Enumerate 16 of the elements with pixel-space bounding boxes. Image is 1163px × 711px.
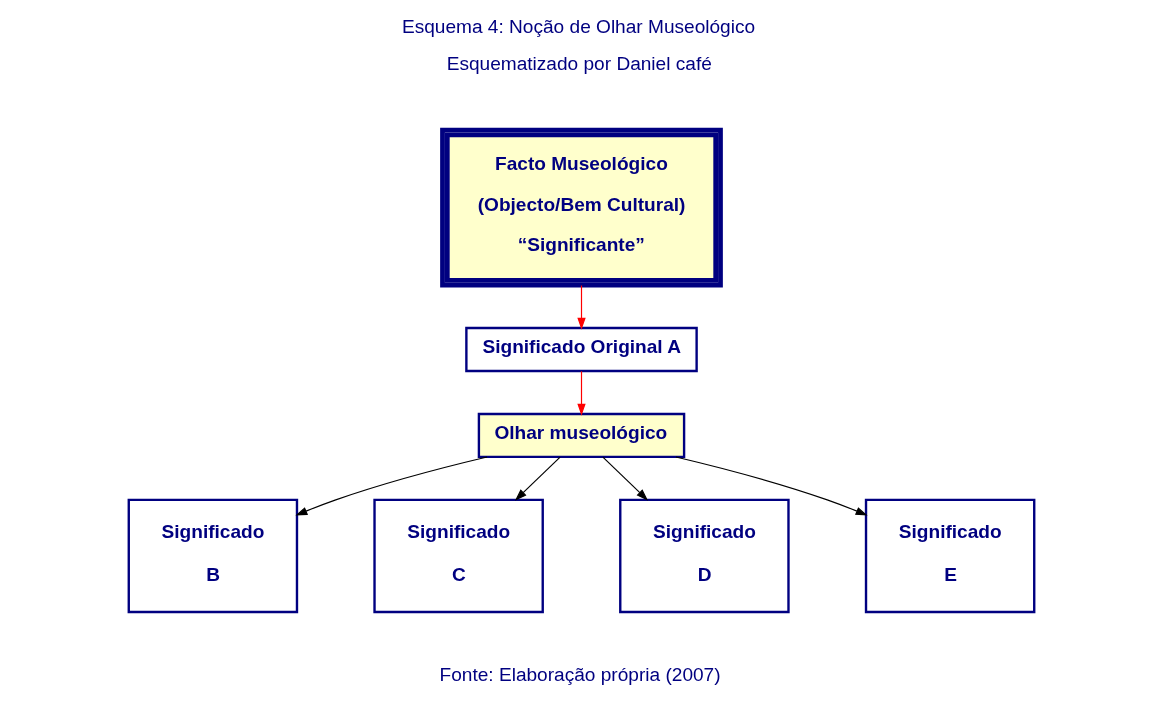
arrow <box>602 456 649 501</box>
arrow <box>295 456 488 516</box>
arrow <box>514 456 561 501</box>
arrow <box>675 456 868 516</box>
label: Esquematizado por Daniel café <box>446 53 712 75</box>
arrow <box>577 284 586 330</box>
caption: Fonte: Elaboração própria (2007) <box>439 663 721 685</box>
node-box: Significado D <box>619 498 790 614</box>
node-box: Significado B <box>127 498 299 614</box>
node-box: Facto Museológico (Objecto/Bem Cultural) “Significante” <box>440 127 723 288</box>
diagram-title: Esquema 4: Noção de Olhar Museológico <box>401 16 756 38</box>
arrow <box>577 370 586 416</box>
node-box: Olhar museológico <box>477 412 686 459</box>
node-box: Significado C <box>373 498 544 614</box>
node-box: Significado Original A <box>465 326 698 373</box>
node-box: Significado E <box>864 498 1036 614</box>
